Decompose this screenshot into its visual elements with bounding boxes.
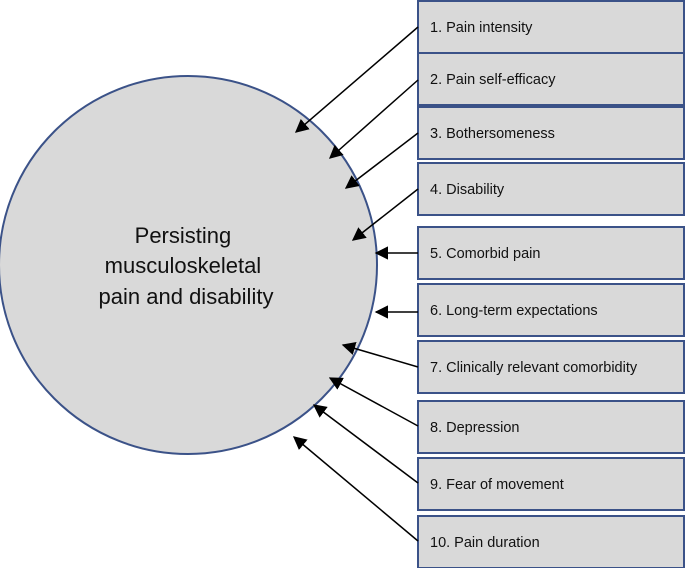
central-outcome: Persisting musculoskeletal pain and disa… <box>0 75 378 455</box>
factor-label-5: 5. Comorbid pain <box>430 246 540 262</box>
factor-box-10: 10. Pain duration <box>417 515 685 568</box>
factor-box-rect-6 <box>417 283 685 337</box>
factor-label-10: 10. Pain duration <box>430 535 540 551</box>
factor-box-9: 9. Fear of movement <box>417 457 685 511</box>
arrow-9 <box>312 404 419 484</box>
arrow-4 <box>351 188 419 241</box>
factor-box-1: 1. Pain intensity <box>417 0 685 54</box>
central-label-line-1: Persisting <box>135 223 232 248</box>
factor-box-rect-3 <box>417 106 685 160</box>
arrow-8 <box>328 377 419 427</box>
factor-box-rect-1 <box>417 0 685 54</box>
factor-list: 1. Pain intensity 2. Pain self-efficacy 3.… <box>417 0 685 568</box>
arrow-1 <box>294 26 419 133</box>
factor-box-rect-8 <box>417 400 685 454</box>
factor-label-4: 4. Disability <box>430 182 505 198</box>
factor-box-rect-4 <box>417 162 685 216</box>
central-label-line-2: musculoskeletal <box>105 253 262 278</box>
central-label: Persisting musculoskeletal pain and disa… <box>99 223 274 309</box>
factor-label-9: 9. Fear of movement <box>430 477 564 493</box>
factor-box-rect-2 <box>417 52 685 106</box>
factor-label-8: 8. Depression <box>430 420 519 436</box>
factor-box-rect-10 <box>417 515 685 568</box>
central-label-line-3: pain and disability <box>99 284 274 309</box>
factor-box-2: 2. Pain self-efficacy <box>417 52 685 106</box>
factor-box-rect-9 <box>417 457 685 511</box>
factor-box-8: 8. Depression <box>417 400 685 454</box>
arrow-2 <box>328 79 419 159</box>
factor-box-7: 7. Clinically relevant comorbidity <box>417 340 685 394</box>
central-circle <box>0 75 378 455</box>
factor-box-6: 6. Long-term expectations <box>417 283 685 337</box>
factor-label-7: 7. Clinically relevant comorbidity <box>430 360 638 376</box>
factor-box-rect-5 <box>417 226 685 280</box>
factor-label-3: 3. Bothersomeness <box>430 126 555 142</box>
arrow-3 <box>344 132 419 189</box>
arrow-10 <box>292 436 419 542</box>
arrow-group <box>292 26 419 542</box>
factor-box-5: 5. Comorbid pain <box>417 226 685 280</box>
factor-box-3: 3. Bothersomeness <box>417 106 685 160</box>
factor-label-6: 6. Long-term expectations <box>430 303 598 319</box>
factor-label-2: 2. Pain self-efficacy <box>430 72 556 88</box>
factor-label-1: 1. Pain intensity <box>430 20 533 36</box>
factor-box-4: 4. Disability <box>417 162 685 216</box>
arrow-7 <box>341 341 419 368</box>
